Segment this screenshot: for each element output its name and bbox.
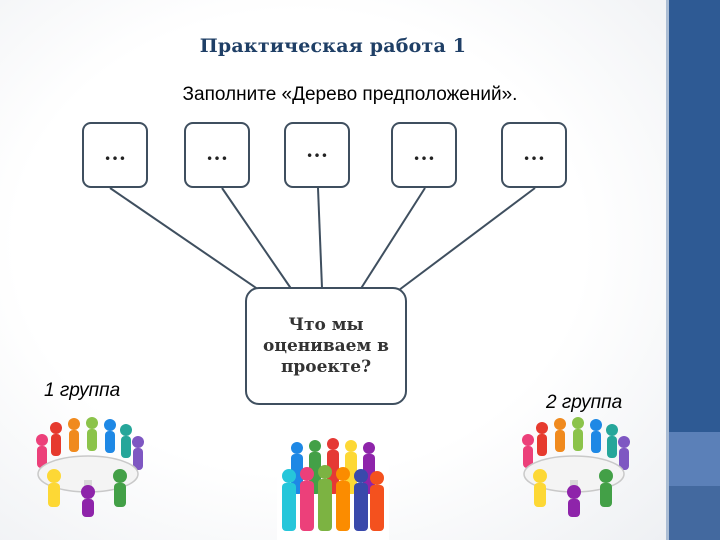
crowd-figures <box>282 438 384 531</box>
crowd-illustration <box>277 438 389 540</box>
leaf-box-4: … <box>391 122 457 188</box>
group-2-label: 2 группа <box>546 392 623 413</box>
group-1-illustration <box>36 417 144 517</box>
connector-5 <box>394 187 536 294</box>
connector-4 <box>359 187 426 291</box>
sidebar-stripe <box>666 0 669 540</box>
person-figures-front <box>47 469 127 517</box>
person-figures-back <box>522 417 630 470</box>
person-figures-back <box>36 417 144 470</box>
connector-3 <box>317 187 323 289</box>
slide-title: Практическая работа 1 <box>199 35 467 57</box>
instruction-text: Заполните «Дерево предположений». <box>182 84 518 105</box>
leaf-box-3: … <box>284 122 350 188</box>
root-question: Что мы оцениваем в проекте? <box>263 314 389 377</box>
group-2-illustration <box>522 417 630 517</box>
connector-1 <box>109 187 263 293</box>
sidebar-panel-mid <box>669 486 720 540</box>
root-box: Что мы оцениваем в проекте? <box>245 287 407 405</box>
leaf-box-1: … <box>82 122 148 188</box>
sidebar-panel-light <box>669 432 720 486</box>
connector-2 <box>221 187 293 291</box>
tree-connectors <box>109 187 536 294</box>
person-figures-front <box>533 469 613 517</box>
leaf-box-5: … <box>501 122 567 188</box>
group-1-label: 1 группа <box>44 380 121 401</box>
leaf-box-2: … <box>184 122 250 188</box>
